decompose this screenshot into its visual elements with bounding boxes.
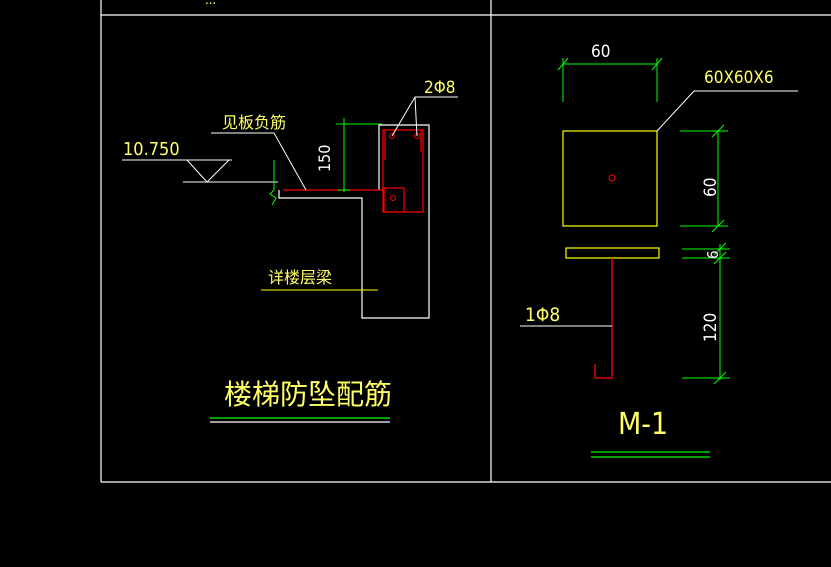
plate-center-hole xyxy=(608,174,616,182)
dim-150 xyxy=(336,118,382,192)
anchor-rebar-label: 1Φ8 xyxy=(525,304,560,326)
rebar-dot-1 xyxy=(389,133,395,139)
break-line xyxy=(269,160,277,206)
right-title: M-1 xyxy=(618,407,668,442)
dim-anchor-label: 120 xyxy=(701,313,721,342)
stair-detail: 10.750 150 2Φ8 见板负筋 xyxy=(122,78,458,423)
elevation-triangle xyxy=(186,159,230,183)
anchor-bar xyxy=(594,258,613,379)
plate-spec: 60X60X6 xyxy=(704,68,774,88)
rebar-label-2phi8: 2Φ8 xyxy=(424,78,456,98)
leader-plate-spec xyxy=(656,90,798,132)
leader-2phi8-b xyxy=(414,96,418,137)
plate-detail-m1: 60 60X60X6 60 6 120 xyxy=(520,42,798,458)
dim-150-label: 150 xyxy=(315,145,334,172)
dim-thickness-label: 6 xyxy=(704,250,722,259)
rebar-box xyxy=(383,187,405,213)
dim-top-label: 60 xyxy=(591,42,610,62)
dim-top xyxy=(557,57,663,102)
concrete-outline xyxy=(278,124,430,319)
left-title: 楼梯防坠配筋 xyxy=(224,378,392,411)
plate-section xyxy=(565,247,660,259)
rebar-dot-3 xyxy=(390,195,396,201)
dim-side xyxy=(680,124,728,233)
note-slab-rebar: 见板负筋 xyxy=(222,113,286,132)
elevation-label: 10.750 xyxy=(123,139,180,160)
rebar xyxy=(283,129,424,213)
drawing-frame xyxy=(100,0,831,483)
dim-right xyxy=(682,242,730,385)
dim-side-label: 60 xyxy=(701,178,721,197)
top-cut-text: ... xyxy=(205,0,216,8)
leader-slab-rebar xyxy=(211,132,307,191)
plate-square xyxy=(562,130,658,227)
note-beam: 详楼层梁 xyxy=(268,268,332,287)
